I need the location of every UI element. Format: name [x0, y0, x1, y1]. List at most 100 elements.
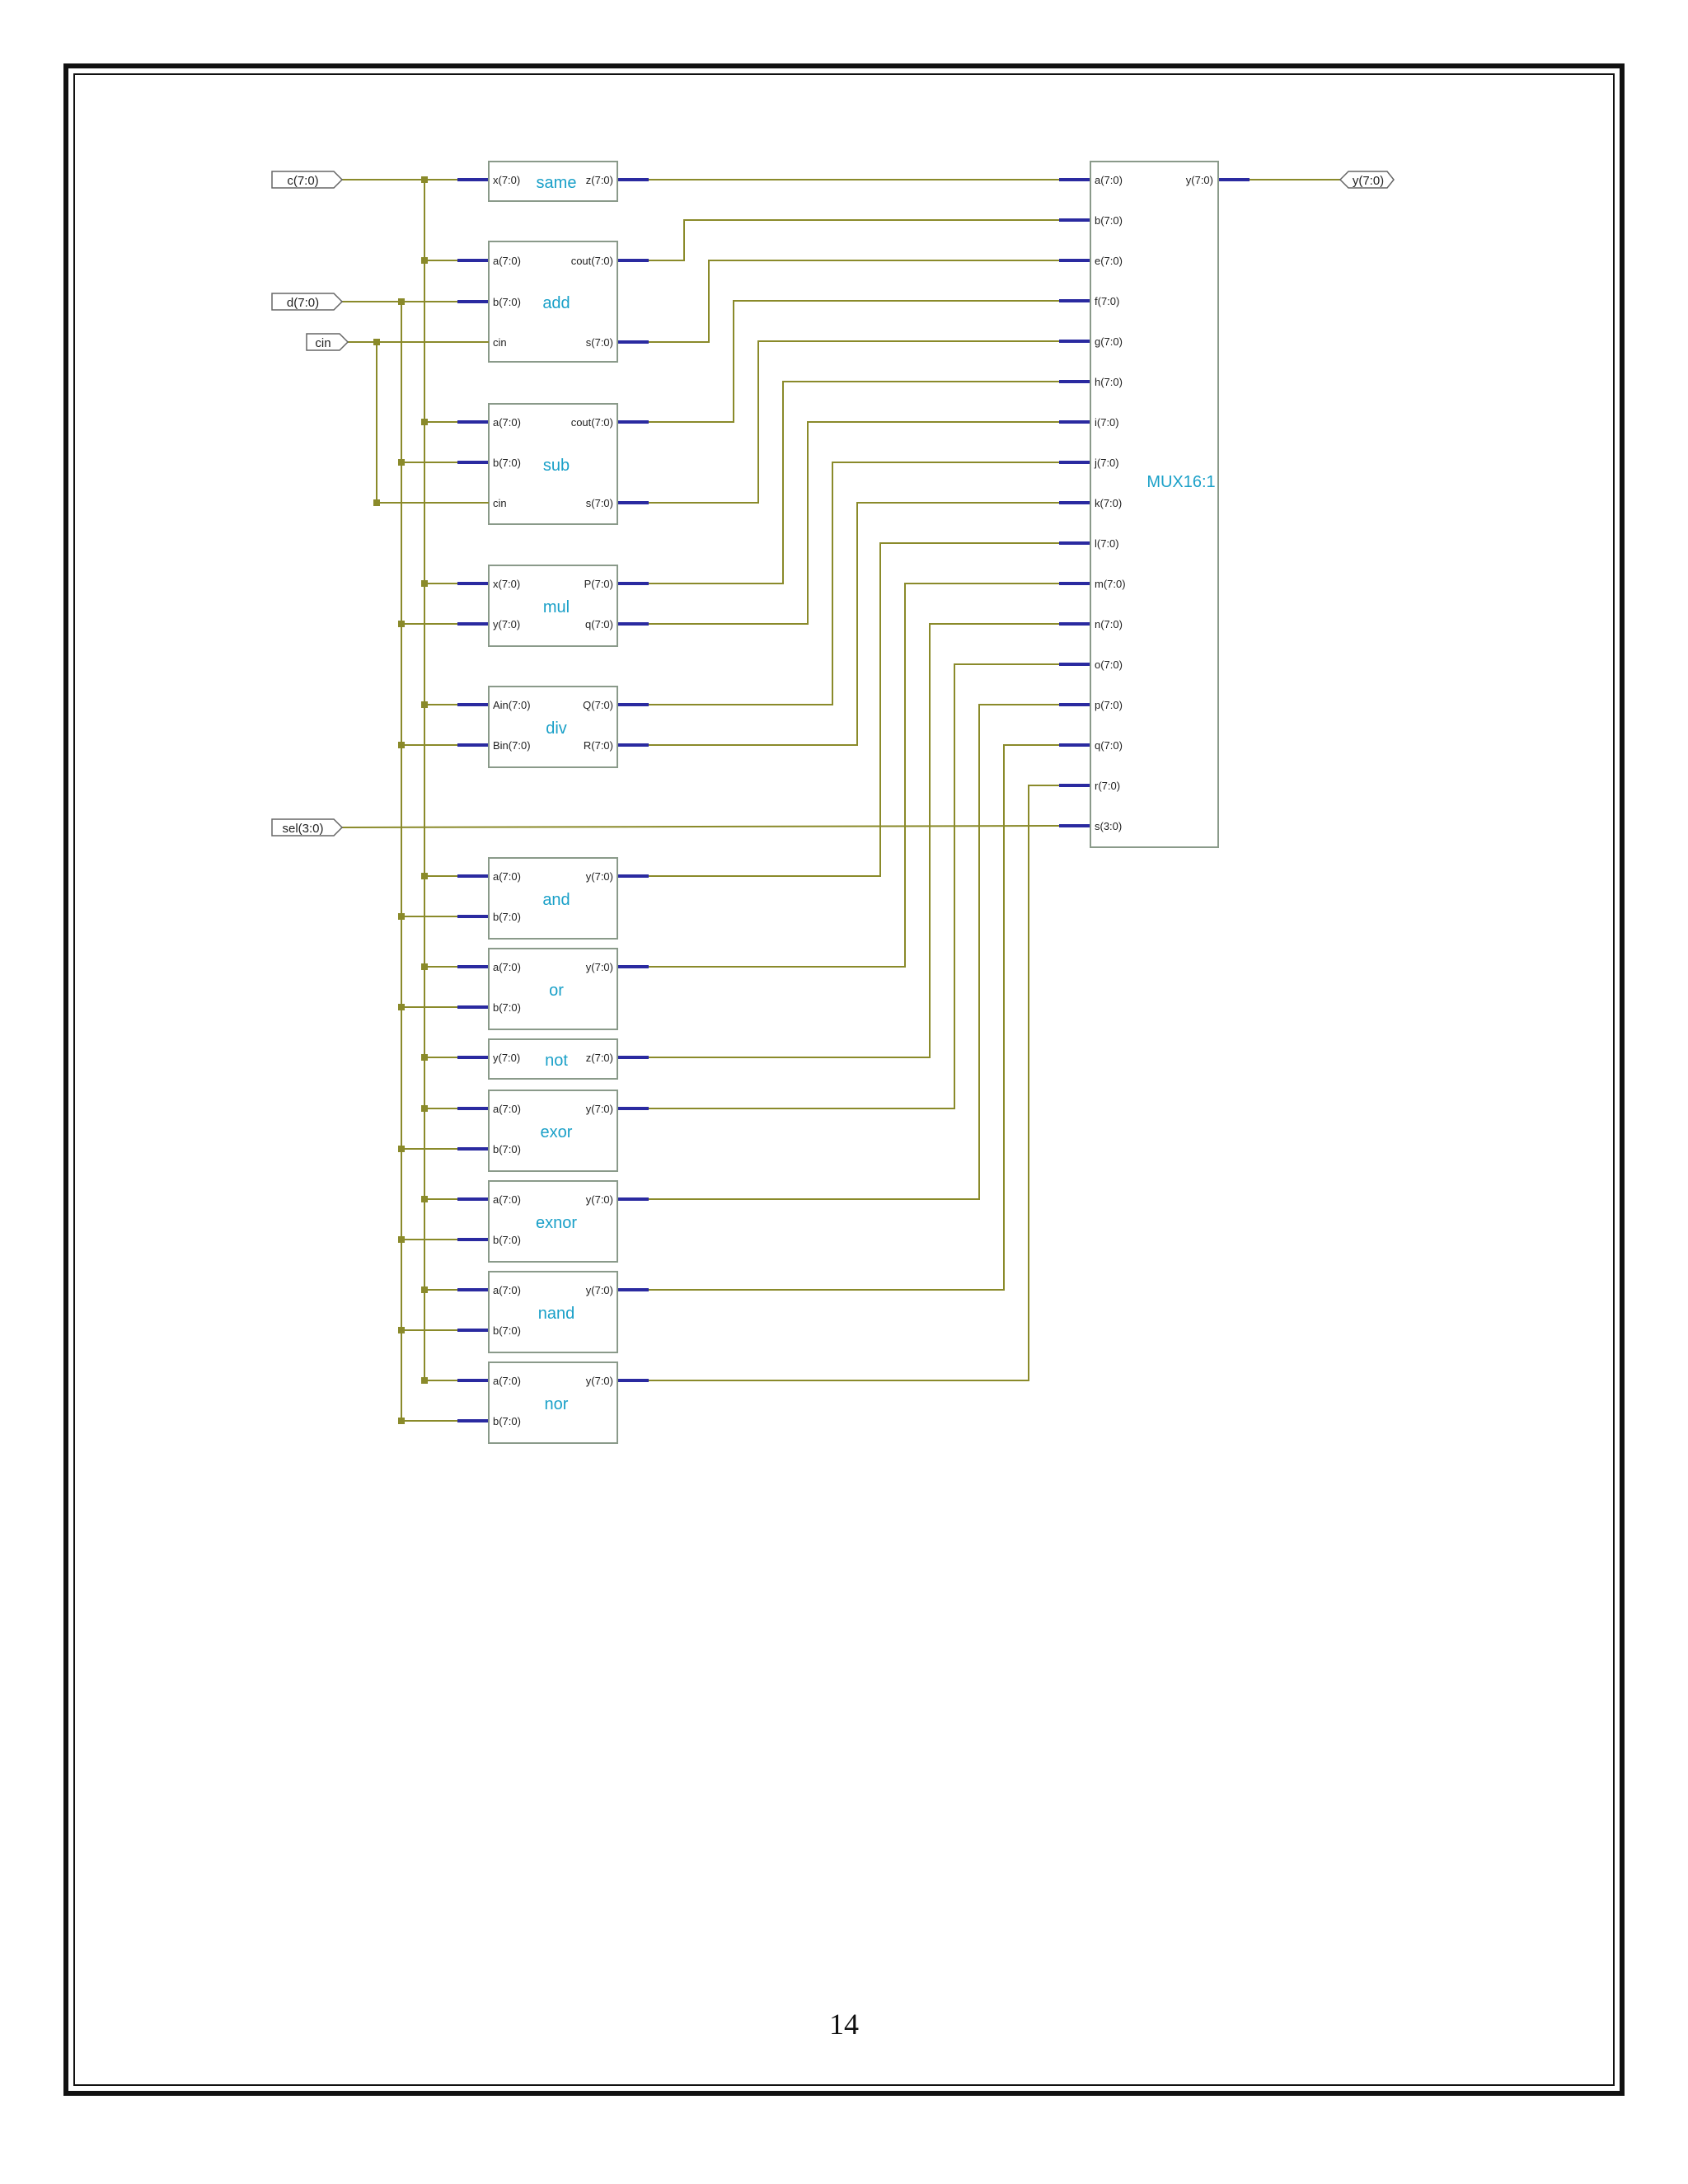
port-d: d(7:0) [271, 293, 344, 311]
module-mul: mul x(7:0) y(7:0) P(7:0) q(7:0) [488, 565, 618, 647]
wire-nor-to-mux-15 [649, 785, 1059, 1381]
module-or-box [488, 948, 618, 1030]
page-number: 14 [829, 2008, 859, 2041]
wire-exnor-to-mux-13 [649, 704, 1059, 1200]
pin-label-div-out-0: Q(7:0) [583, 699, 613, 711]
module-nor-box [488, 1361, 618, 1444]
wire-mul-to-mux-6 [649, 421, 1059, 625]
pin-label-nand-out-0: y(7:0) [586, 1284, 613, 1296]
port-sel-shape [271, 818, 344, 837]
port-sel: sel(3:0) [271, 818, 344, 837]
wire-add-to-mux-1 [649, 219, 1059, 261]
pin-label-or-in-0: a(7:0) [493, 961, 521, 973]
pin-label-and-in-1: b(7:0) [493, 911, 521, 923]
pin-label-add-in-0: a(7:0) [493, 255, 521, 267]
wire-div-to-mux-8 [649, 502, 1059, 746]
module-mul-name: mul [543, 598, 570, 616]
module-exor-name: exor [541, 1123, 573, 1141]
pin-label-exor-out-0: y(7:0) [586, 1103, 613, 1115]
mux-pin-label-11: n(7:0) [1095, 618, 1123, 630]
wire-sel-to-mux [339, 825, 1060, 828]
pin-label-add-out-0: cout(7:0) [571, 255, 613, 267]
port-d-label: d(7:0) [287, 296, 319, 310]
pin-label-mul-in-0: x(7:0) [493, 578, 520, 590]
pin-label-sub-in-2: cin [493, 497, 507, 509]
module-and-box [488, 857, 618, 940]
mux-pin-label-3: f(7:0) [1095, 295, 1119, 307]
module-add-name: add [542, 294, 570, 312]
port-cin-shape [306, 333, 349, 351]
pin-label-add-in-2: cin [493, 336, 507, 349]
pin-label-and-out-0: y(7:0) [586, 870, 613, 883]
module-exor-box [488, 1090, 618, 1172]
module-same-box [488, 161, 618, 202]
wire-add-to-mux-2 [649, 260, 1059, 343]
mux-out-label: y(7:0) [1186, 174, 1213, 186]
mux-pin-label-12: o(7:0) [1095, 658, 1123, 671]
mux-pin-label-0: a(7:0) [1095, 174, 1123, 186]
pin-label-nor-in-1: b(7:0) [493, 1415, 521, 1427]
module-nand-name: nand [538, 1305, 575, 1323]
pin-label-nand-in-1: b(7:0) [493, 1324, 521, 1337]
module-div-name: div [546, 719, 567, 738]
pin-label-or-out-0: y(7:0) [586, 961, 613, 973]
port-d-shape [271, 293, 344, 311]
port-y-shape [1339, 171, 1395, 189]
wire-and-to-mux-9 [649, 542, 1059, 877]
mux-pin-label-6: i(7:0) [1095, 416, 1119, 429]
wire-exor-to-mux-12 [649, 663, 1059, 1109]
module-not-box [488, 1038, 618, 1080]
pin-label-mul-in-1: y(7:0) [493, 618, 520, 630]
pin-label-nand-in-0: a(7:0) [493, 1284, 521, 1296]
module-nor-name: nor [545, 1395, 569, 1413]
pin-label-exnor-in-0: a(7:0) [493, 1193, 521, 1206]
mux-pin-label-1: b(7:0) [1095, 214, 1123, 227]
module-exnor-name: exnor [536, 1214, 577, 1232]
pin-label-add-out-1: s(7:0) [586, 336, 613, 349]
port-c-label: c(7:0) [287, 174, 318, 188]
pin-label-div-out-1: R(7:0) [584, 739, 613, 752]
pin-label-same-in-0: x(7:0) [493, 174, 520, 186]
wire-sub-to-mux-3 [649, 300, 1059, 423]
pin-label-not-out-0: z(7:0) [586, 1052, 613, 1064]
port-cin: cin [306, 333, 349, 351]
pin-label-div-in-1: Bin(7:0) [493, 739, 531, 752]
module-or: ora(7:0)b(7:0)y(7:0) [488, 948, 618, 1030]
pin-label-nor-out-0: y(7:0) [586, 1375, 613, 1387]
pin-label-exnor-in-1: b(7:0) [493, 1234, 521, 1246]
pin-label-exor-in-0: a(7:0) [493, 1103, 521, 1115]
wire-nand-to-mux-14 [649, 744, 1059, 1291]
mux-pin-label-4: g(7:0) [1095, 335, 1123, 348]
module-mul-box [488, 565, 618, 647]
wire-div-to-mux-7 [649, 462, 1059, 705]
pin-label-exnor-out-0: y(7:0) [586, 1193, 613, 1206]
mux16-1: MUX16:1a(7:0)b(7:0)e(7:0)f(7:0)g(7:0)h(7… [1090, 161, 1219, 848]
mux-name: MUX16:1 [1146, 473, 1215, 491]
pin-label-same-out-0: z(7:0) [586, 174, 613, 186]
port-y-label: y(7:0) [1353, 174, 1384, 188]
pin-label-mul-out-1: q(7:0) [585, 618, 613, 630]
blocks-layer: samex(7:0)z(7:0)adda(7:0)b(7:0)cincout(7… [457, 161, 1219, 1444]
pin-label-sub-in-0: a(7:0) [493, 416, 521, 429]
pin-label-or-in-1: b(7:0) [493, 1001, 521, 1014]
mux-box [1090, 161, 1219, 848]
module-and-name: and [542, 891, 570, 909]
pin-label-not-in-0: y(7:0) [493, 1052, 520, 1064]
pin-label-mul-out-0: P(7:0) [584, 578, 613, 590]
wire-not-to-mux-11 [649, 623, 1059, 1058]
module-div-box [488, 686, 618, 768]
wire-or-to-mux-10 [649, 583, 1059, 968]
port-c-shape [271, 171, 344, 189]
mux-pin-label-7: j(7:0) [1094, 457, 1119, 469]
mux-pin-label-9: l(7:0) [1095, 537, 1119, 550]
port-y: y(7:0) [1339, 171, 1395, 189]
module-not-name: not [545, 1052, 568, 1070]
mux-pin-label-15: r(7:0) [1095, 780, 1120, 792]
